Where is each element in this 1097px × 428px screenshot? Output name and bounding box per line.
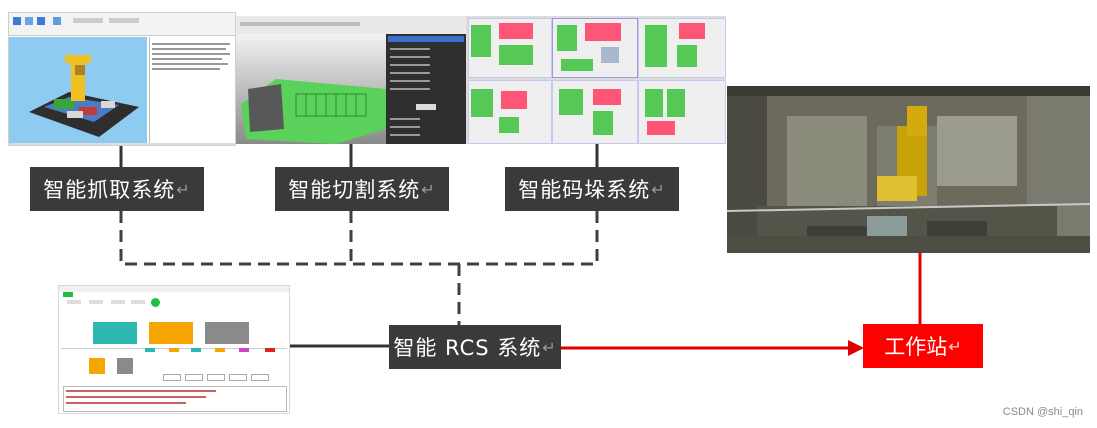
- grab-system-text: 智能抓取系统: [43, 178, 176, 202]
- return-mark: ↵: [651, 179, 666, 199]
- stack-system-screenshot: [466, 16, 726, 144]
- workstation-camera-frame: [727, 86, 1090, 253]
- red-arrowhead: [848, 340, 864, 356]
- cut-system-screenshot: [236, 16, 466, 144]
- cut-system-text: 智能切割系统: [288, 178, 421, 202]
- return-mark: ↵: [421, 179, 436, 199]
- workstation-text: 工作站: [884, 335, 948, 359]
- grab-system-label: 智能抓取系统↵: [30, 167, 204, 211]
- return-mark: ↵: [542, 337, 557, 357]
- stack-system-label: 智能码垛系统↵: [505, 167, 679, 211]
- return-mark: ↵: [948, 336, 962, 356]
- cut-system-label: 智能切割系统↵: [275, 167, 449, 211]
- return-mark: ↵: [176, 179, 191, 199]
- rcs-system-label: 智能 RCS 系统↵: [389, 325, 561, 369]
- dashed-bus: [119, 211, 599, 266]
- rcs-system-screenshot: [58, 285, 290, 414]
- grab-system-screenshot: [8, 12, 236, 146]
- stack-system-text: 智能码垛系统: [518, 178, 651, 202]
- rcs-system-text: 智能 RCS 系统: [393, 336, 542, 360]
- workstation-label: 工作站↵: [863, 324, 983, 368]
- watermark: CSDN @shi_qin: [1002, 406, 1083, 418]
